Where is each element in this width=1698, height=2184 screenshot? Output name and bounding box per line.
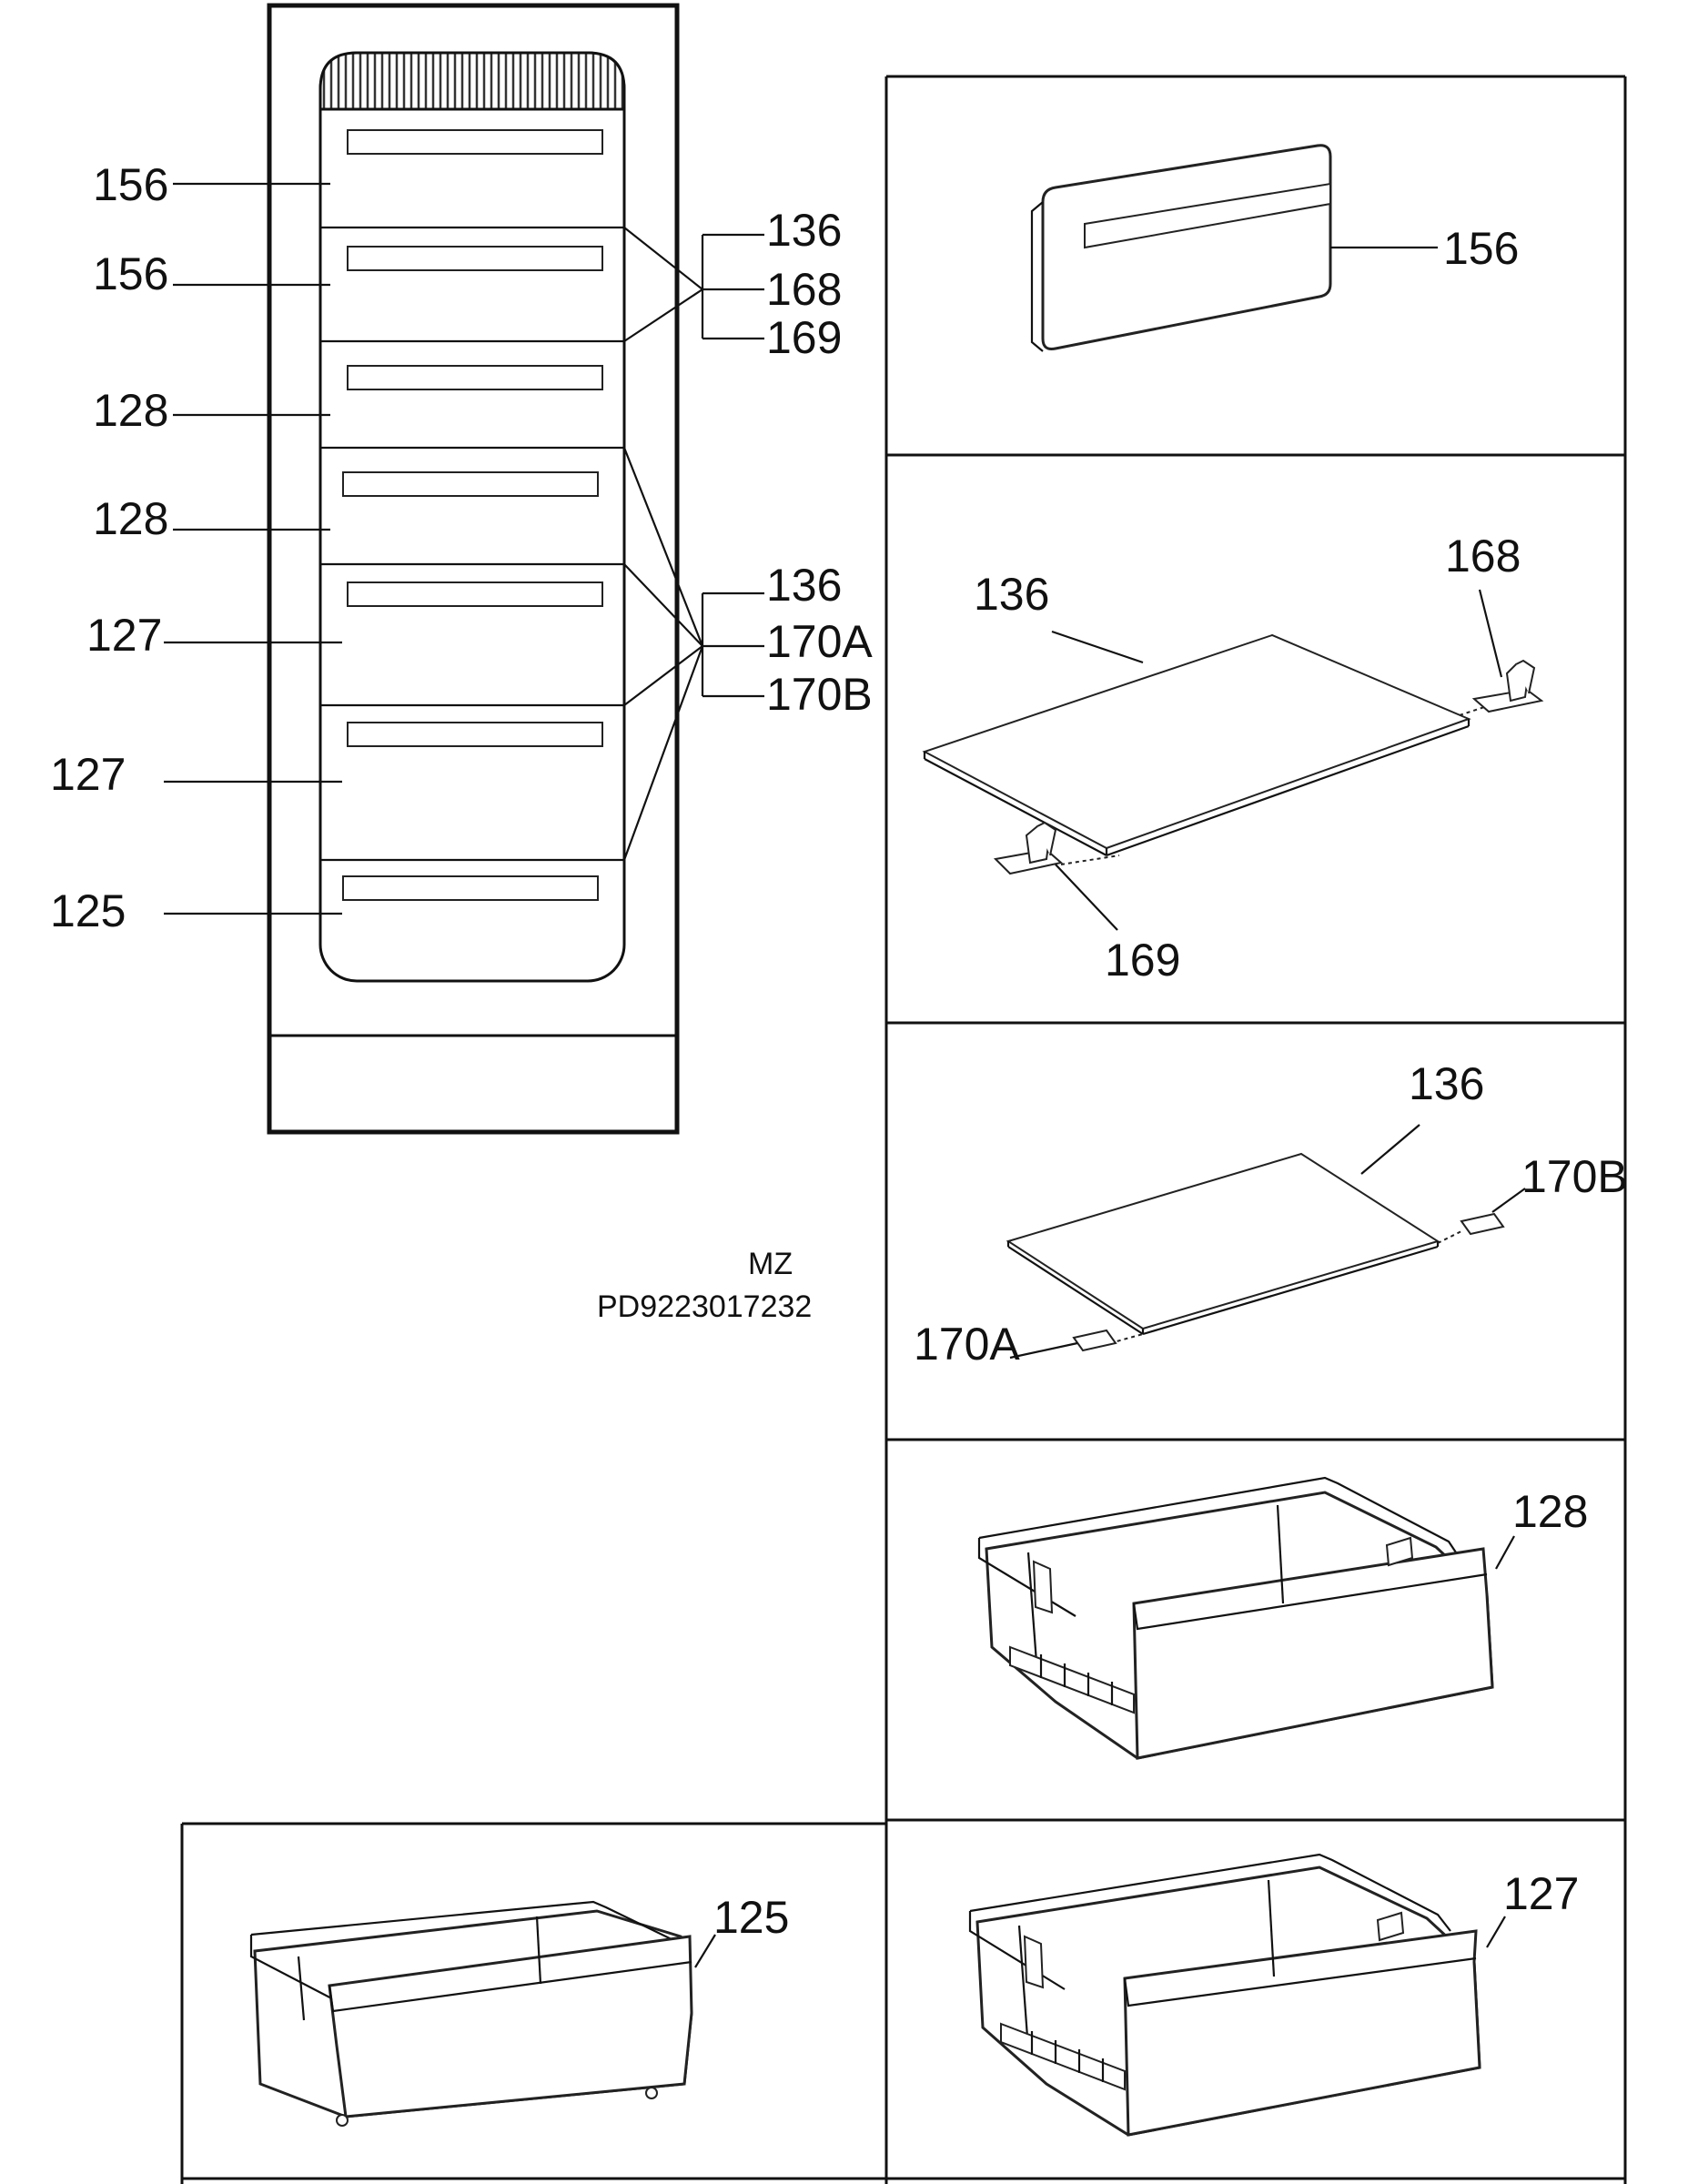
callout-label: 128: [1512, 1486, 1588, 1537]
drawer-handle: [347, 722, 603, 747]
callout-label: 136: [766, 560, 842, 611]
drawer-handle: [342, 471, 599, 497]
callout-label: 170B: [766, 669, 873, 720]
callout-label: 128: [93, 385, 168, 436]
callout-label: 168: [1445, 531, 1521, 581]
callout-label: 170A: [766, 616, 873, 667]
callout-label: 127: [86, 610, 162, 661]
drawer-front-panel: [1132, 1547, 1494, 1760]
panel-drawer-125: 125: [249, 1892, 789, 2127]
drawer-front-panel: [328, 1935, 693, 2118]
callout-label: 168: [766, 264, 842, 315]
callout-label: 156: [1443, 223, 1519, 274]
panel-drawer-127: 127: [968, 1853, 1579, 2137]
drawer-handle: [347, 129, 603, 155]
glass-shelf: [1006, 1152, 1440, 1330]
drawer-handle: [347, 581, 603, 607]
callout-label: 136: [974, 569, 1049, 620]
freezer-cabinet-outline: [267, 3, 680, 1135]
callout-label: 127: [1503, 1868, 1579, 1919]
document-number: PD9223017232: [597, 1289, 812, 1324]
shelf-clip-left: [993, 821, 1064, 875]
callout-label: 170B: [1521, 1151, 1628, 1202]
panel-shelf-slides: 136 170B 170A: [914, 1058, 1628, 1370]
callout-label: 170A: [914, 1319, 1020, 1370]
callout-label: 169: [1105, 935, 1180, 986]
callout-label: 127: [50, 749, 126, 800]
callout-label: 128: [93, 493, 168, 544]
shelf-clip-right: [1471, 659, 1544, 713]
callout-label: 156: [93, 159, 168, 210]
shelf-slide-left: [1072, 1329, 1117, 1352]
drawer-front-panel: [1123, 1929, 1481, 2137]
callout-label: 136: [1409, 1058, 1484, 1109]
drawer-handle: [342, 875, 599, 901]
panel-shelf-clips: 136 168 169: [922, 531, 1544, 986]
freezer-overview: 156 156 128 128 127 127 125 136 168 169 …: [50, 3, 873, 1135]
drawer-handle: [347, 365, 603, 390]
panel-frames: [180, 75, 1627, 2184]
drawer-handle: [347, 246, 603, 271]
vent-grille: [318, 51, 626, 111]
model-code: MZ: [748, 1247, 793, 1281]
callout-label: 136: [766, 205, 842, 256]
panel-drawer-128: 128: [977, 1476, 1588, 1760]
drawer-front-handle-slot: [1084, 182, 1331, 249]
panel-drawer-front: 156: [1030, 144, 1519, 352]
callout-label: 125: [713, 1892, 789, 1943]
callout-label: 169: [766, 312, 842, 363]
callout-label: 156: [93, 248, 168, 299]
glass-shelf: [922, 633, 1471, 850]
callout-label: 125: [50, 885, 126, 936]
freezer-door-outline: [318, 51, 626, 983]
shelf-slide-right: [1460, 1212, 1505, 1236]
